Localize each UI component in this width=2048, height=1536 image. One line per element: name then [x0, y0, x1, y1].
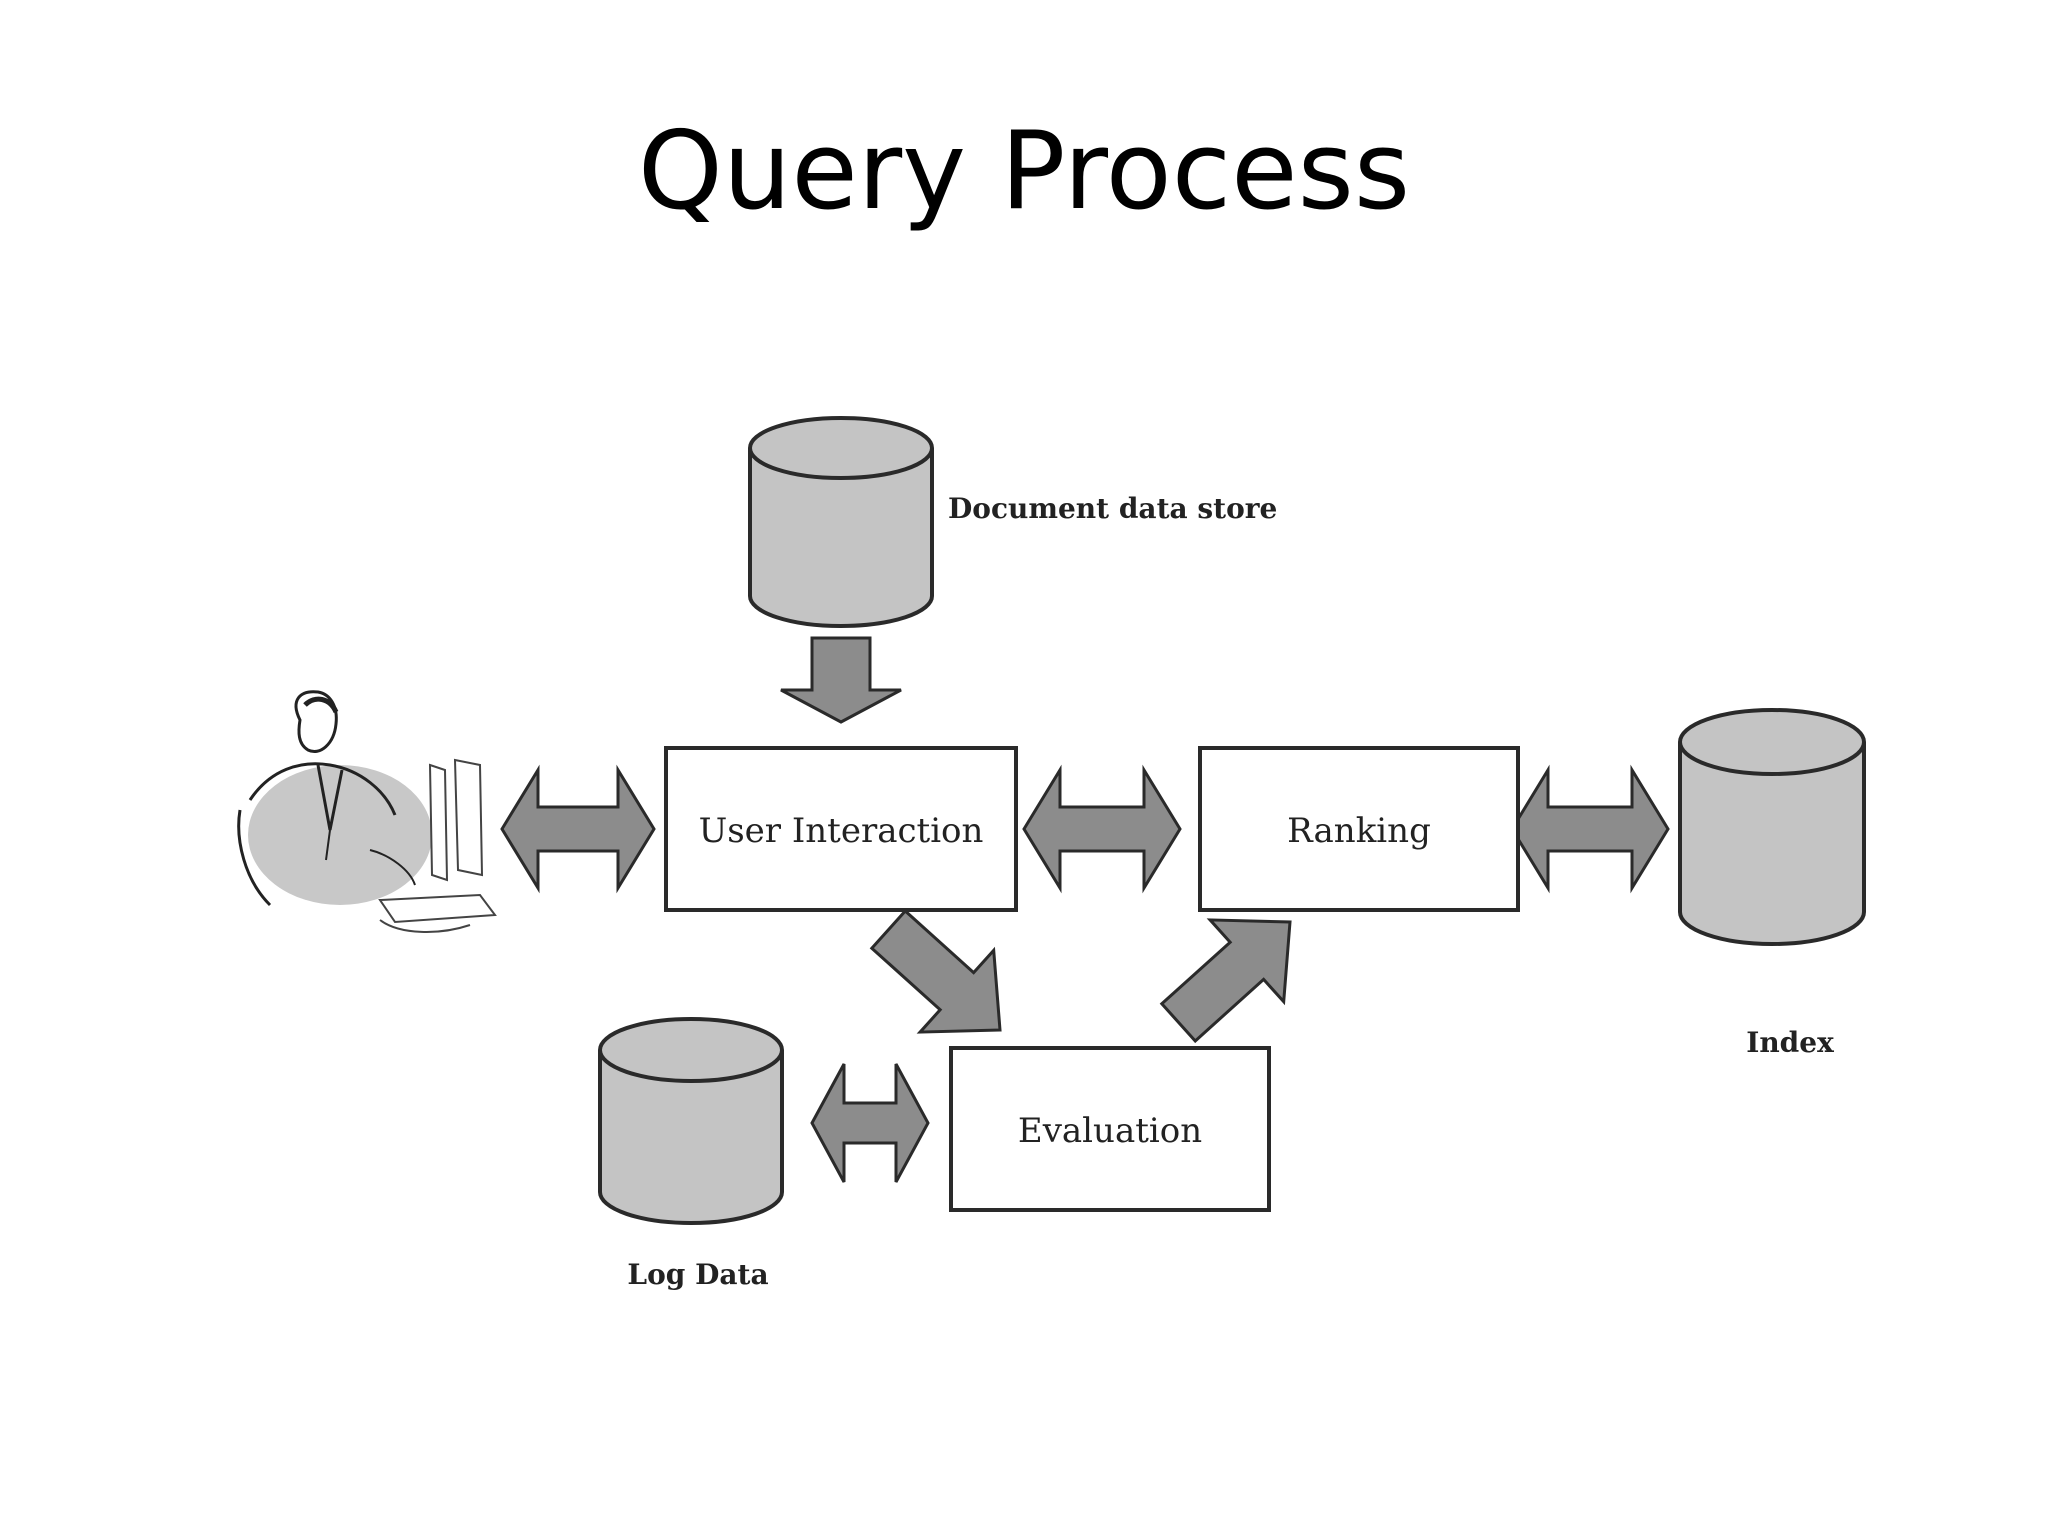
ranking-box: [1198, 746, 1520, 912]
ranking-index-double-arrow: [1510, 764, 1670, 894]
log-data-label: Log Data: [627, 1258, 768, 1291]
slide-title: Query Process: [637, 109, 1411, 234]
user-interaction-double-arrow: [500, 764, 656, 894]
index-icon: [1678, 708, 1866, 946]
log-evaluation-double-arrow: [810, 1063, 930, 1183]
interaction-ranking-double-arrow: [1022, 764, 1182, 894]
user-at-computer-icon: [237, 690, 497, 933]
document-data-store-label: Document data store: [948, 492, 1277, 525]
ranking-label: Ranking: [1287, 811, 1431, 851]
user-interaction-label: User Interaction: [699, 811, 984, 851]
log-data-icon: [598, 1017, 784, 1225]
store-to-interaction-arrow: [780, 636, 902, 724]
evaluation-to-ranking-arrow: [1159, 918, 1292, 1044]
interaction-to-evaluation-arrow: [869, 908, 1002, 1034]
document-data-store-icon: [748, 416, 934, 628]
index-label: Index: [1746, 1026, 1834, 1059]
evaluation-box: [949, 1046, 1271, 1212]
user-interaction-box: [664, 746, 1018, 912]
evaluation-label: Evaluation: [1018, 1111, 1202, 1151]
flow-arrows: [500, 636, 1670, 1183]
